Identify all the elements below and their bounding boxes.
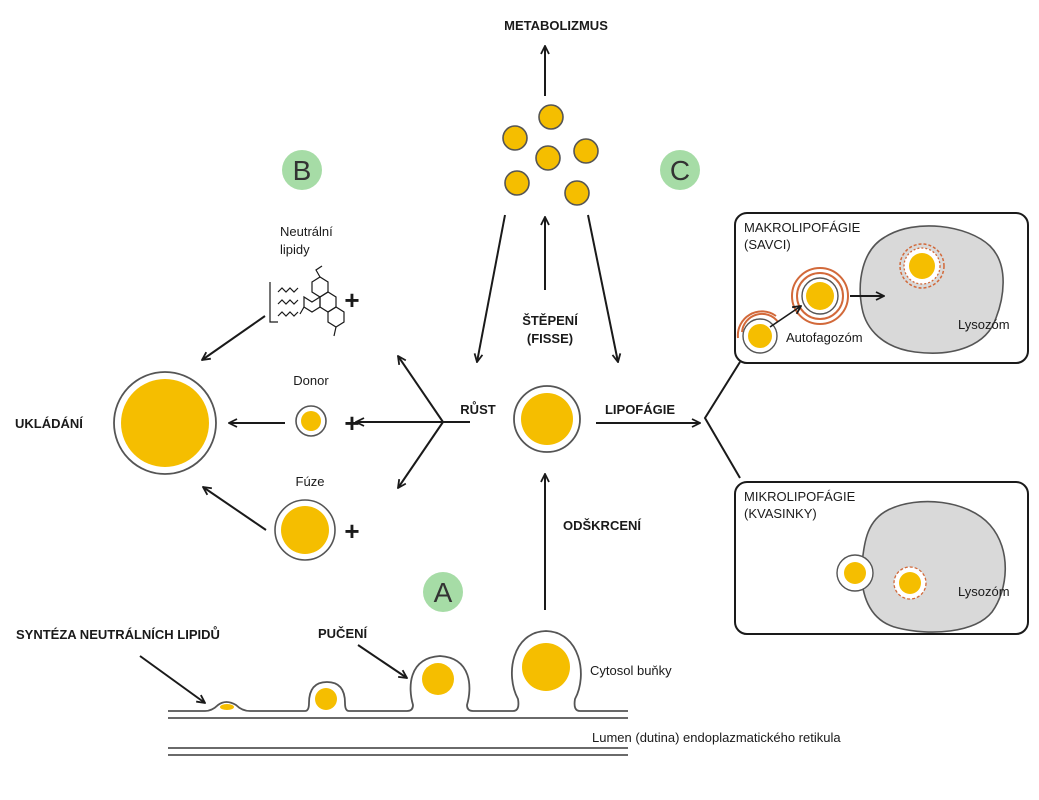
- internalized-droplet: [899, 572, 921, 594]
- badge-c-circle: [660, 150, 700, 190]
- arrow-phagophore-to-autophagosome: [769, 306, 801, 328]
- plus-sign: +: [344, 516, 359, 546]
- budding-off-label: ODŠKRCENÍ: [563, 518, 641, 533]
- fission-droplets: [502, 104, 599, 206]
- donor-label: Donor: [293, 373, 329, 388]
- small-droplet: [573, 138, 599, 164]
- arrow-lipids-to-storage: [202, 315, 266, 360]
- lipophagy-fork: [703, 361, 741, 479]
- badge-c: C: [660, 150, 700, 190]
- small-droplet: [502, 125, 528, 151]
- degrading-droplet: [909, 253, 935, 279]
- microlipophagy-title: MIKROLIPOFÁGIE: [744, 489, 856, 504]
- badge-a-circle: [423, 572, 463, 612]
- degrading-droplet-ring-outer: [899, 243, 945, 289]
- microlipophagy-subtitle: (KVASINKY): [744, 506, 817, 521]
- macrolipophagy-subtitle: (SAVCI): [744, 237, 791, 252]
- metabolism-label: METABOLIZMUS: [504, 18, 608, 33]
- micro-lysosome-label: Lysozóm: [958, 584, 1010, 599]
- badge-a-letter: A: [434, 577, 453, 608]
- arrow-synthesis: [139, 655, 205, 703]
- macro-lysosome-label: Lysozóm: [958, 317, 1010, 332]
- approaching-droplet: [844, 562, 866, 584]
- autophagosome-droplet: [806, 282, 834, 310]
- lysosome-shape: [860, 500, 1006, 633]
- budding-label: PUČENÍ: [318, 626, 368, 641]
- central-droplet: [521, 393, 573, 445]
- small-droplet: [564, 180, 590, 206]
- plus-sign: +: [344, 285, 359, 315]
- arrow-growth-fusion: [398, 421, 444, 488]
- storage-label: UKLÁDÁNÍ: [15, 416, 83, 431]
- small-droplet: [535, 145, 561, 171]
- er-outer-membrane: [168, 630, 628, 712]
- fusion-label: Fúze: [296, 474, 325, 489]
- synthesis-label: SYNTÉZA NEUTRÁLNÍCH LIPIDŮ: [16, 626, 220, 642]
- autophagosome-label: Autofagozóm: [786, 330, 863, 345]
- arrow-fusion-to-storage: [203, 487, 267, 531]
- fission-sublabel: (FISSE): [527, 331, 573, 346]
- lysosome-shape: [859, 225, 1004, 354]
- growth-arrows: [356, 356, 470, 488]
- badge-c-letter: C: [670, 155, 690, 186]
- badge-a: A: [423, 572, 463, 612]
- lipophagy-label: LIPOFÁGIE: [605, 402, 675, 417]
- small-droplet: [538, 104, 564, 130]
- lipid-molecule-icon: [269, 265, 345, 337]
- arrow-droplets-to-lipophagy: [587, 214, 618, 362]
- storage-droplet: [121, 379, 209, 467]
- cytosol-label: Cytosol buňky: [590, 663, 672, 678]
- nascent-droplet-4: [522, 643, 570, 691]
- badge-b-letter: B: [293, 155, 312, 186]
- small-droplet: [504, 170, 530, 196]
- badge-b-circle: [282, 150, 322, 190]
- phagophore-arc-outer: [741, 312, 779, 333]
- macrolipophagy-panel: MAKROLIPOFÁGIE (SAVCI) Lysozóm Autofagoz…: [734, 212, 1029, 364]
- arrow-budding: [357, 644, 407, 678]
- macrolipophagy-title: MAKROLIPOFÁGIE: [744, 220, 861, 235]
- nascent-droplet-2: [315, 688, 337, 710]
- neutral-lipids-label-2: lipidy: [280, 242, 310, 257]
- fission-label: ŠTĚPENÍ: [522, 313, 578, 328]
- fusion-droplet: [281, 506, 329, 554]
- nascent-droplet-3: [422, 663, 454, 695]
- engulfed-droplet: [748, 324, 772, 348]
- badge-b: B: [282, 150, 322, 190]
- phagophore-arc-inner: [736, 310, 777, 339]
- donor-droplet: [301, 411, 321, 431]
- arrow-growth-lipids: [398, 356, 444, 423]
- growth-label: RŮST: [460, 401, 495, 417]
- arrow-droplets-to-growth: [477, 214, 506, 362]
- plus-sign: +: [344, 408, 359, 438]
- lumen-label: Lumen (dutina) endoplazmatického retikul…: [592, 730, 841, 745]
- neutral-lipids-label: Neutrální: [280, 224, 333, 239]
- nascent-droplet-1: [220, 704, 234, 710]
- autophagosome-outer-ring: [791, 267, 849, 325]
- microlipophagy-panel: MIKROLIPOFÁGIE (KVASINKY) Lysozóm: [734, 481, 1029, 635]
